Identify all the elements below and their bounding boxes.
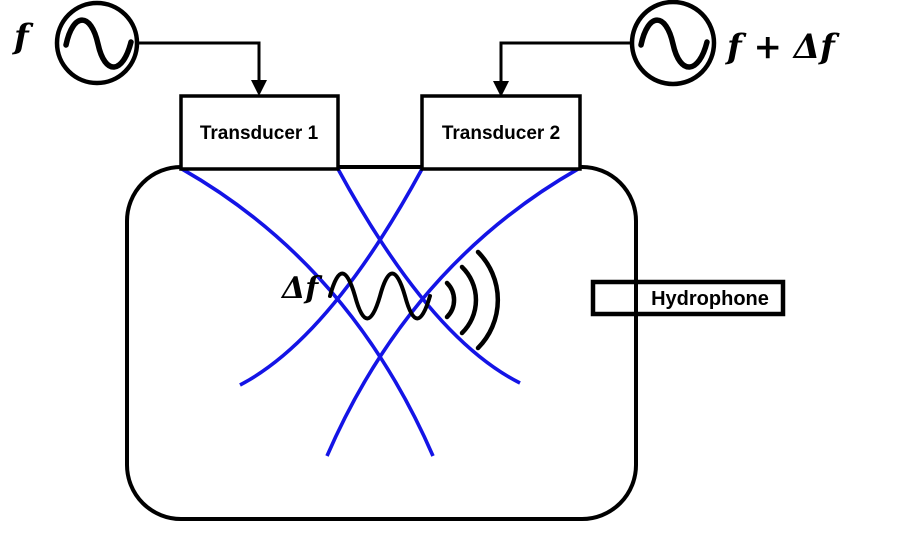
hydrophone-label: Hydrophone: [651, 288, 769, 310]
transducer1-box: [179, 94, 340, 171]
arrowhead-source2-icon: [493, 81, 509, 97]
wire-source2: [499, 41, 632, 82]
source1-frequency-label: f: [12, 17, 34, 57]
beam1-outer-edge: [181, 167, 435, 457]
sine-symbol2-icon: [638, 17, 710, 70]
transducer2-box: [420, 94, 582, 171]
sound-arc-large-icon: [475, 249, 501, 351]
beam2-inner-edge: [239, 168, 424, 387]
sound-radiation-arcs: [444, 249, 501, 351]
water-tank: [125, 165, 638, 521]
sine-symbol1-icon: [63, 17, 134, 70]
sound-arc-medium-icon: [459, 264, 479, 336]
beam-paths: [181, 167, 579, 457]
beam2-outer-edge: [325, 167, 579, 457]
difference-frequency-label: Δf: [280, 271, 323, 306]
wire-source1: [137, 41, 261, 81]
source2-frequency-label: f + Δf: [725, 27, 840, 67]
arrowhead-source1-icon: [251, 80, 267, 96]
transducer1-label: Transducer 1: [200, 123, 319, 144]
difference-wave-squiggle: [328, 271, 432, 321]
transducer2-label: Transducer 2: [442, 123, 560, 144]
sound-arc-small-icon: [444, 280, 457, 320]
beam1-inner-edge: [336, 168, 521, 385]
hydrophone-box: [590, 279, 786, 317]
